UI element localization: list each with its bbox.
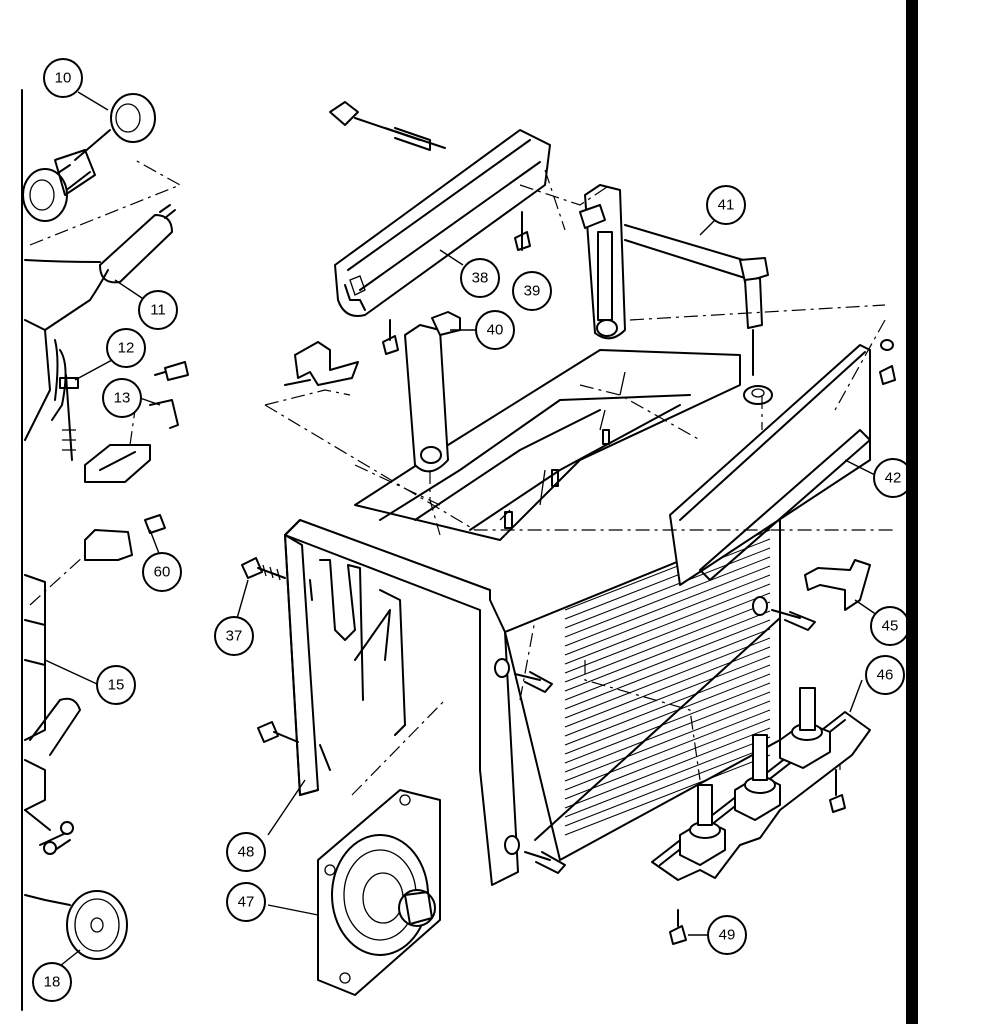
- callout-circle: [865, 655, 905, 695]
- hatch-line: [564, 547, 771, 629]
- callout-circle: [226, 882, 266, 922]
- hatch-line: [564, 691, 771, 773]
- hatch-line: [564, 736, 771, 818]
- callout-circle: [106, 328, 146, 368]
- callout-label: 47: [238, 894, 255, 911]
- hatch-line: [564, 592, 771, 674]
- callout-11: 11: [138, 290, 178, 330]
- callout-circle: [32, 962, 72, 1002]
- assembly-lines: [264, 169, 895, 841]
- callout-circle: [707, 915, 747, 955]
- callout-circle: [96, 665, 136, 705]
- callout-12: 12: [106, 328, 146, 368]
- callout-label: 11: [150, 302, 166, 319]
- hatch-line: [564, 673, 771, 755]
- callout-46: 46: [865, 655, 905, 695]
- callout-circle: [475, 310, 515, 350]
- callout-circle: [512, 271, 552, 311]
- callout-37: 37: [214, 616, 254, 656]
- callout-40: 40: [475, 310, 515, 350]
- hatch-line: [564, 745, 771, 827]
- callout-38: 38: [460, 258, 500, 298]
- callout-49: 49: [707, 915, 747, 955]
- callout-label: 45: [882, 618, 899, 635]
- hatch-line: [564, 574, 771, 656]
- callout-label: 15: [108, 677, 125, 694]
- callout-circle: [43, 58, 83, 98]
- hatch-line: [564, 655, 771, 737]
- callout-circle: [142, 552, 182, 592]
- hatch-line: [564, 646, 771, 728]
- callout-layer: 10 11 12 13 60 15 18 37 38 39 40 41 42 45 46 47 48 49: [32, 58, 913, 1002]
- main-chassis: [241, 344, 871, 886]
- callout-18: 18: [32, 962, 72, 1002]
- hatch-line: [564, 619, 771, 701]
- callout-45: 45: [870, 606, 910, 646]
- callout-label: 39: [524, 283, 541, 300]
- callout-13: 13: [102, 378, 142, 418]
- hatch-line: [564, 709, 771, 791]
- hatch-line: [564, 682, 771, 764]
- hatch-line: [564, 664, 771, 746]
- hatch-line: [564, 754, 771, 836]
- callout-15: 15: [96, 665, 136, 705]
- callout-label: 18: [44, 974, 61, 991]
- hatch-line: [564, 583, 771, 665]
- callout-label: 41: [718, 197, 735, 214]
- callout-60: 60: [142, 552, 182, 592]
- callout-label: 48: [238, 844, 255, 861]
- callout-39: 39: [512, 271, 552, 311]
- hatch-line: [564, 727, 771, 809]
- callout-42: 42: [873, 458, 913, 498]
- hatch-line: [564, 556, 771, 638]
- callout-circle: [138, 290, 178, 330]
- board-46: [651, 339, 896, 945]
- left-assembly: [21, 89, 189, 1011]
- hatch-line: [564, 628, 771, 710]
- callout-label: 60: [154, 564, 171, 581]
- callout-label: 38: [472, 270, 489, 287]
- callout-circle: [460, 258, 500, 298]
- hatch-line: [564, 718, 771, 800]
- callout-circle: [226, 832, 266, 872]
- callout-label: 13: [114, 390, 131, 407]
- callout-label: 40: [487, 322, 504, 339]
- hatch-line: [564, 538, 771, 620]
- callout-41: 41: [706, 185, 746, 225]
- handle-assembly: [284, 101, 769, 473]
- hatch-line: [564, 601, 771, 683]
- callout-10: 10: [43, 58, 83, 98]
- callout-label: 37: [226, 628, 243, 645]
- hatch-line: [564, 637, 771, 719]
- callout-label: 46: [877, 667, 894, 684]
- speaker-47: [317, 789, 441, 996]
- callout-47: 47: [226, 882, 266, 922]
- page-edge-bar: [906, 0, 918, 1024]
- callout-label: 10: [55, 70, 72, 87]
- callout-48: 48: [226, 832, 266, 872]
- callout-circle: [102, 378, 142, 418]
- callout-label: 12: [118, 340, 135, 357]
- callout-circle: [706, 185, 746, 225]
- hatch-line: [564, 610, 771, 692]
- callout-label: 42: [885, 470, 902, 487]
- callout-circle: [214, 616, 254, 656]
- callout-label: 49: [719, 927, 736, 944]
- hatch-line: [564, 700, 771, 782]
- hatch-line: [564, 565, 771, 647]
